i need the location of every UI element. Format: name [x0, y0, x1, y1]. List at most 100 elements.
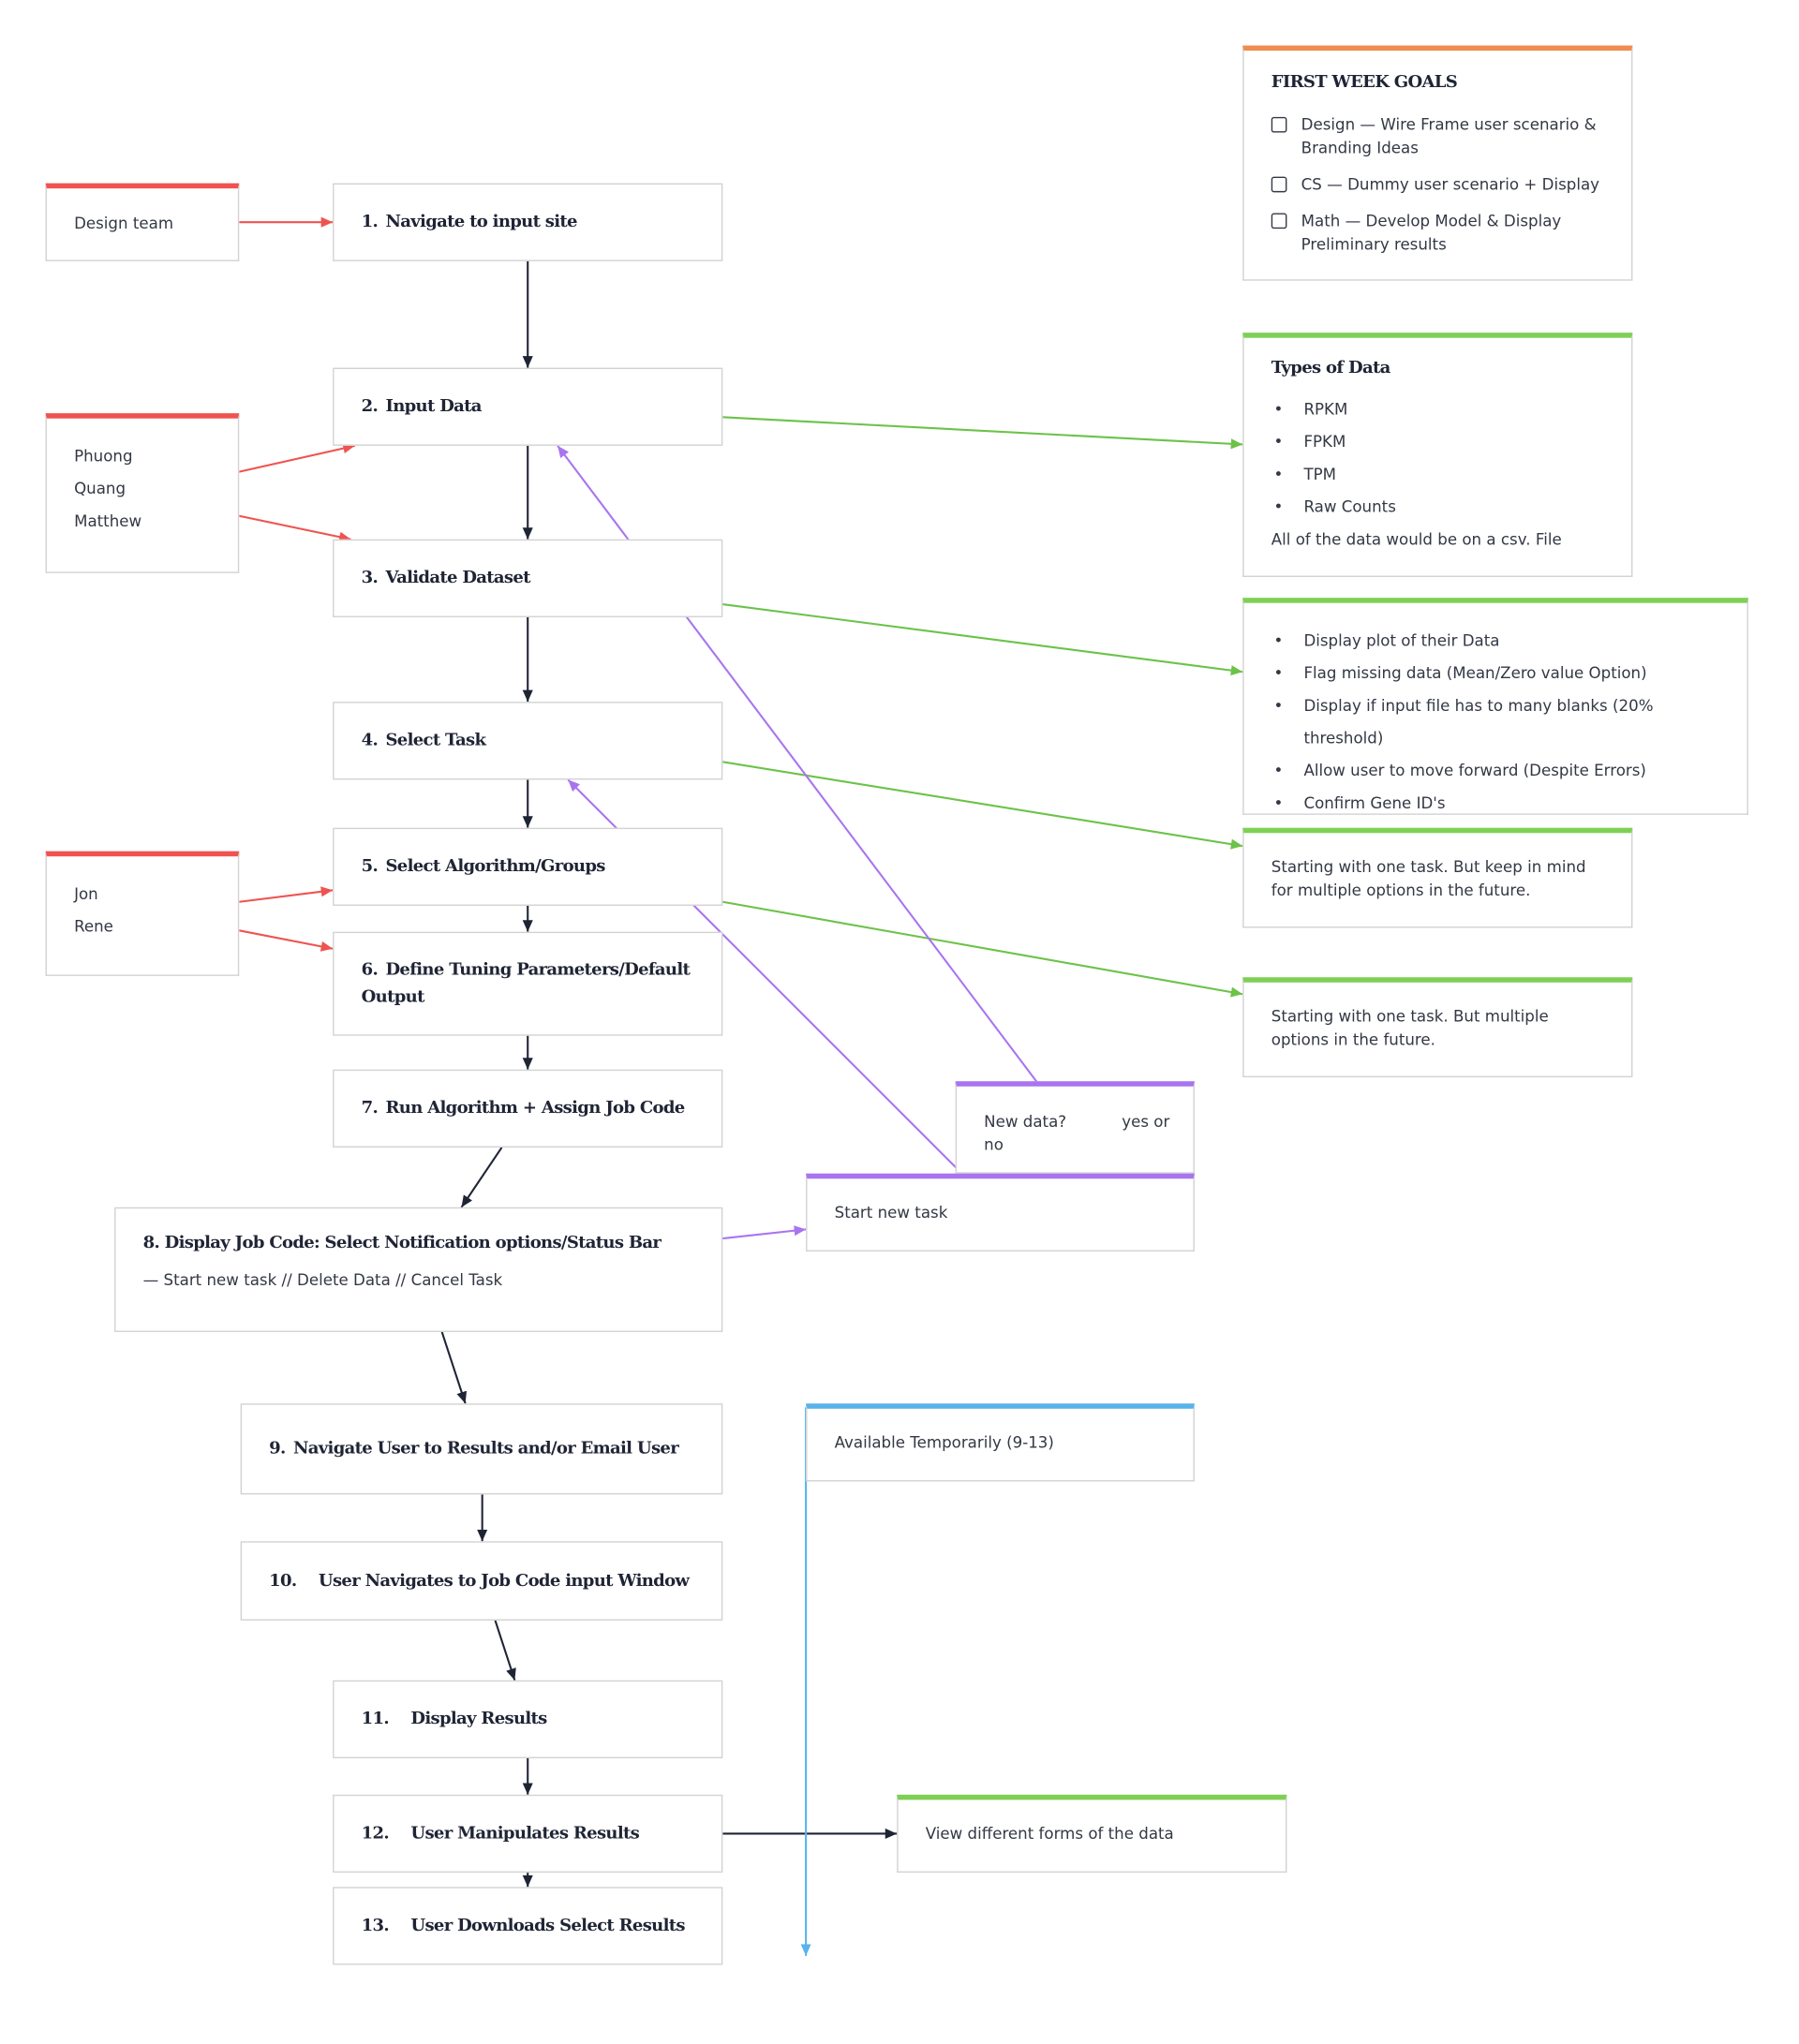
- goal-item-cs[interactable]: CS — Dummy user scenario + Display: [1271, 173, 1616, 197]
- goal-text: Design — Wire Frame user scenario & Bran…: [1301, 115, 1597, 157]
- step-4-box[interactable]: 4. Select Task: [333, 702, 723, 780]
- step-label: User Manipulates Results: [410, 1824, 640, 1844]
- step-label: Validate Dataset: [385, 568, 530, 588]
- step-11-box[interactable]: 11. Display Results: [333, 1680, 723, 1758]
- step-number: 3.: [361, 568, 379, 588]
- new-data-question: New data?: [984, 1112, 1067, 1131]
- algorithm-note-box[interactable]: Starting with one task. But multiple opt…: [1242, 977, 1633, 1078]
- design-team-label: Design team: [74, 214, 174, 233]
- step-label: Define Tuning Parameters/Default Output: [361, 960, 691, 1008]
- types-of-data-box[interactable]: Types of Data RPKM FPKM TPM Raw Counts A…: [1242, 333, 1633, 577]
- validation-item: Display if input file has to many blanks…: [1271, 690, 1732, 755]
- arrow-8-9: [440, 1331, 468, 1404]
- step-label: Select Algorithm/Groups: [385, 856, 605, 877]
- first-week-goals-box[interactable]: FIRST WEEK GOALS Design — Wire Frame use…: [1242, 45, 1633, 281]
- view-forms-box[interactable]: View different forms of the data: [897, 1794, 1287, 1874]
- goal-item-math[interactable]: Math — Develop Model & Display Prelimina…: [1271, 209, 1616, 256]
- arrow-10-11: [494, 1620, 516, 1681]
- data-format-note: All of the data would be on a csv. File: [1271, 530, 1562, 549]
- design-team-box[interactable]: Design team: [45, 183, 240, 261]
- step-8-options: — Start new task // Delete Data // Cance…: [142, 1270, 503, 1290]
- team-member-quang: Quang: [74, 479, 126, 498]
- arrow-group2-5: [239, 886, 334, 903]
- step-3-box[interactable]: 3. Validate Dataset: [333, 539, 723, 617]
- team-member-jon: Jon: [74, 884, 98, 904]
- step-number: 5.: [361, 856, 379, 877]
- goal-text: Math — Develop Model & Display Prelimina…: [1301, 212, 1562, 254]
- step-6-box[interactable]: 6. Define Tuning Parameters/Default Outp…: [333, 931, 723, 1036]
- data-type-item: FPKM: [1271, 426, 1616, 459]
- new-data-answer: yes or: [1122, 1112, 1170, 1131]
- step-number: 11.: [361, 1709, 390, 1729]
- step-1-box[interactable]: 1. Navigate to input site: [333, 183, 723, 261]
- step-2-box[interactable]: 2. Input Data: [333, 367, 723, 446]
- arrow-3-validation: [722, 603, 1243, 676]
- data-type-item: TPM: [1271, 459, 1616, 492]
- algorithm-note-text: Starting with one task. But multiple opt…: [1271, 1007, 1549, 1049]
- start-new-task-box[interactable]: Start new task: [806, 1173, 1195, 1252]
- new-data-answer-no: no: [984, 1135, 1004, 1154]
- validation-item: Confirm Gene ID's: [1271, 788, 1732, 821]
- step-label: Select Task: [385, 731, 486, 751]
- team-group-2-box[interactable]: Jon Rene: [45, 851, 240, 976]
- team-member-matthew: Matthew: [74, 511, 142, 531]
- step-7-box[interactable]: 7. Run Algorithm + Assign Job Code: [333, 1069, 723, 1148]
- step-number: 8.: [142, 1233, 160, 1253]
- checkbox-icon[interactable]: [1271, 213, 1287, 230]
- step-number: 9.: [269, 1439, 286, 1459]
- available-temporarily-box[interactable]: Available Temporarily (9-13): [806, 1403, 1195, 1482]
- arrow-group1-2: [239, 443, 355, 473]
- step-number: 13.: [361, 1916, 390, 1936]
- arrow-7-8: [460, 1147, 503, 1208]
- step-13-box[interactable]: 13. User Downloads Select Results: [333, 1887, 723, 1965]
- step-number: 6.: [361, 960, 379, 981]
- task-note-box[interactable]: Starting with one task. But keep in mind…: [1242, 827, 1633, 928]
- step-number: 12.: [361, 1824, 390, 1844]
- data-type-item: RPKM: [1271, 393, 1616, 426]
- step-number: 7.: [361, 1098, 379, 1118]
- arrow-group2-6: [239, 929, 334, 952]
- step-label: Run Algorithm + Assign Job Code: [385, 1098, 685, 1118]
- types-of-data-title: Types of Data: [1271, 358, 1391, 378]
- step-5-box[interactable]: 5. Select Algorithm/Groups: [333, 827, 723, 906]
- step-label: User Downloads Select Results: [410, 1916, 685, 1936]
- available-temporarily-label: Available Temporarily (9-13): [834, 1433, 1054, 1452]
- step-10-box[interactable]: 10. User Navigates to Job Code input Win…: [240, 1541, 723, 1621]
- team-member-rene: Rene: [74, 917, 113, 936]
- goals-title: FIRST WEEK GOALS: [1271, 72, 1458, 93]
- start-new-task-label: Start new task: [834, 1203, 948, 1222]
- validation-item: Display plot of their Data: [1271, 625, 1732, 658]
- validation-notes-box[interactable]: Display plot of their Data Flag missing …: [1242, 598, 1748, 820]
- step-label: Input Data: [385, 396, 482, 417]
- step-label: User Navigates to Job Code input Window: [318, 1571, 690, 1592]
- step-label: Display Results: [410, 1709, 547, 1729]
- validation-item: Allow user to move forward (Despite Erro…: [1271, 755, 1732, 788]
- validation-item: Flag missing data (Mean/Zero value Optio…: [1271, 658, 1732, 690]
- checkbox-icon[interactable]: [1271, 116, 1287, 133]
- new-data-box[interactable]: New data? yes or no: [955, 1081, 1195, 1174]
- step-9-box[interactable]: 9. Navigate User to Results and/or Email…: [240, 1403, 723, 1495]
- step-8-box[interactable]: 8. Display Job Code: Select Notification…: [114, 1207, 723, 1332]
- team-group-1-box[interactable]: Phuong Quang Matthew: [45, 413, 240, 573]
- team-member-phuong: Phuong: [74, 447, 133, 466]
- arrow-2-types: [722, 416, 1243, 450]
- arrow-group1-3: [239, 514, 351, 542]
- step-number: 1.: [361, 212, 379, 232]
- data-type-item: Raw Counts: [1271, 491, 1616, 524]
- step-label: Navigate User to Results and/or Email Us…: [292, 1439, 679, 1459]
- arrow-4-tasknote: [623, 745, 1243, 850]
- step-12-box[interactable]: 12. User Manipulates Results: [333, 1794, 723, 1874]
- task-note-text: Starting with one task. But keep in mind…: [1271, 857, 1586, 899]
- step-number: 2.: [361, 396, 379, 417]
- step-label: Display Job Code: Select Notification op…: [164, 1233, 662, 1253]
- view-forms-label: View different forms of the data: [925, 1824, 1174, 1844]
- step-number: 4.: [361, 731, 379, 751]
- step-number: 10.: [269, 1571, 297, 1592]
- arrow-8-newtask: [722, 1225, 807, 1240]
- goal-item-design[interactable]: Design — Wire Frame user scenario & Bran…: [1271, 113, 1616, 160]
- step-label: Navigate to input site: [385, 212, 577, 232]
- checkbox-icon[interactable]: [1271, 176, 1287, 193]
- arrow-5-algonote: [722, 900, 1243, 998]
- goal-text: CS — Dummy user scenario + Display: [1301, 175, 1600, 194]
